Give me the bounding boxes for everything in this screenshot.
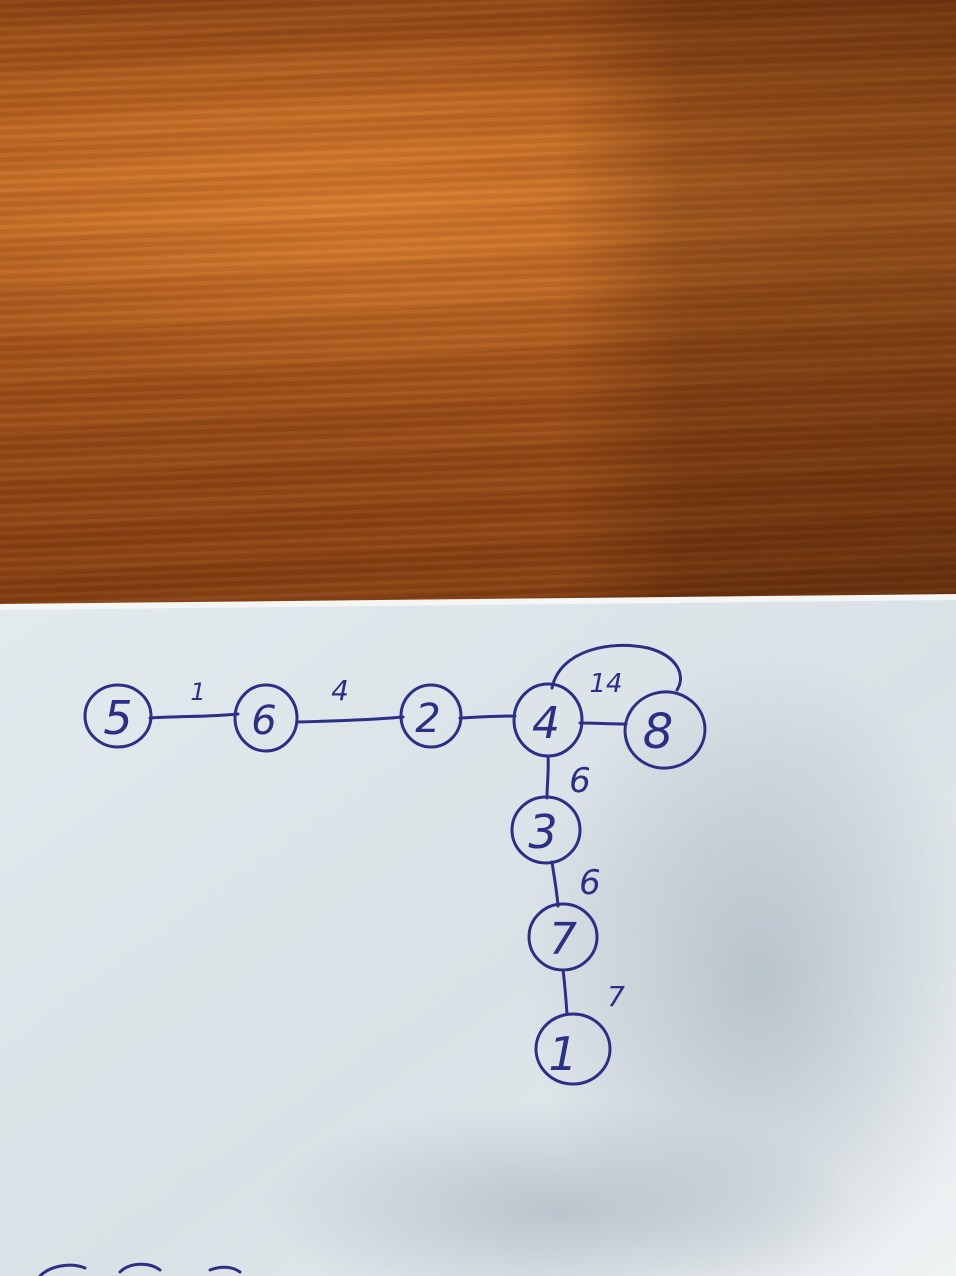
node-4-label: 4	[532, 698, 560, 749]
edge-3-7	[550, 860, 560, 908]
paper-edge	[0, 594, 956, 610]
table-shadow	[560, 0, 956, 620]
edge-4-3	[545, 754, 550, 800]
edge-weights: 1 4 14 6 6 7	[190, 669, 625, 1013]
edge-2-4	[458, 714, 517, 720]
node-1: 1	[534, 1012, 612, 1086]
edge-6-2	[296, 715, 405, 724]
node-2: 2	[399, 683, 463, 749]
node-3: 3	[510, 795, 582, 865]
weight-4-8: 14	[589, 669, 622, 699]
node-7: 7	[527, 902, 599, 972]
node-2-label: 2	[415, 696, 440, 742]
node-3-label: 3	[528, 805, 557, 859]
wooden-table	[0, 0, 956, 620]
edge-7-1	[561, 968, 569, 1016]
node-5-label: 5	[103, 691, 132, 745]
edge-4-8-straight	[578, 721, 628, 726]
weight-7-1: 7	[607, 980, 625, 1013]
weight-4-3: 6	[569, 761, 591, 801]
hand-shadow-lower	[260, 1100, 860, 1276]
node-7-label: 7	[549, 914, 577, 965]
node-1-label: 1	[548, 1027, 577, 1081]
edge-5-6	[148, 712, 240, 720]
node-8-label: 8	[643, 704, 674, 760]
node-5: 5	[83, 683, 153, 749]
weight-6-2: 4	[331, 674, 349, 707]
weight-3-7: 6	[579, 863, 601, 903]
node-4: 4	[512, 682, 584, 758]
weight-5-6: 1	[190, 678, 205, 706]
node-6-label: 6	[251, 698, 276, 744]
node-6: 6	[233, 683, 299, 753]
graph-edges	[148, 644, 682, 1016]
node-8: 8	[623, 690, 707, 770]
edge-4-8-arc	[550, 644, 682, 692]
graph-nodes: 5 6 2 4 8	[83, 682, 707, 1086]
stray-ink-marks	[38, 1262, 242, 1276]
